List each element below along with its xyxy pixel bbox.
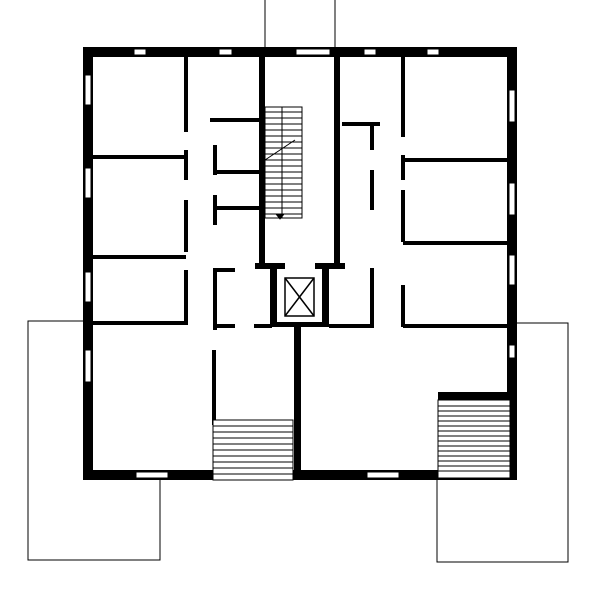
window	[84, 271, 92, 303]
window	[508, 254, 516, 286]
left-lower-stairs	[212, 419, 294, 481]
central-staircase	[264, 106, 303, 220]
window	[135, 471, 169, 479]
outlines	[27, 0, 569, 563]
window	[363, 48, 377, 56]
window	[84, 167, 92, 199]
interior-walls	[93, 57, 508, 478]
right-lower-stairs	[437, 399, 511, 479]
window	[426, 48, 440, 56]
window	[218, 48, 233, 56]
window	[133, 48, 147, 56]
window	[84, 74, 92, 106]
window	[508, 182, 516, 216]
window	[508, 344, 516, 359]
stair-direction-arrow	[264, 139, 296, 161]
left-balcony	[27, 320, 161, 561]
arrow-head-icon	[274, 213, 286, 220]
elevator-shaft	[284, 277, 315, 317]
window	[366, 471, 400, 479]
window	[295, 48, 331, 56]
window	[84, 349, 92, 383]
right-balcony	[436, 322, 569, 563]
window	[508, 89, 516, 123]
